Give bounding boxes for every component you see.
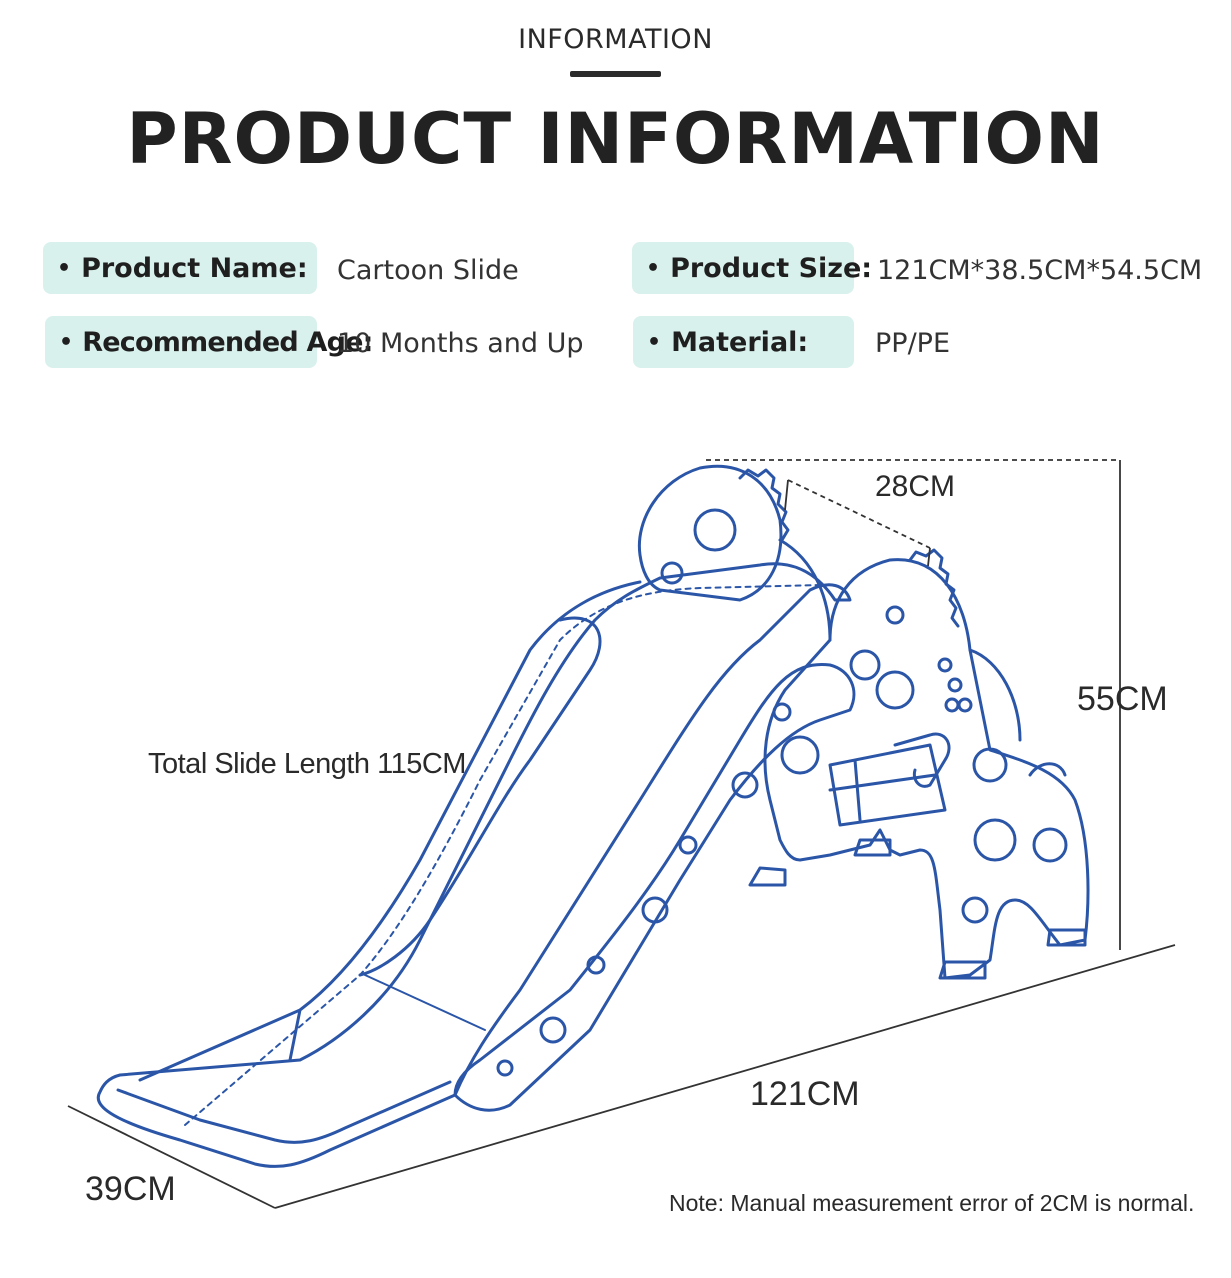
- frame-hole-icon: [957, 697, 973, 713]
- bullet-icon: •: [59, 329, 73, 355]
- spec-label-text: Material:: [671, 326, 809, 358]
- foot-mid: [853, 838, 892, 857]
- frame-bolt-icon: [1032, 827, 1068, 863]
- crossbar: [828, 743, 947, 827]
- spec-label-text: Product Size:: [670, 252, 873, 284]
- front-gear-teeth: [908, 548, 960, 628]
- dimension-top-width: 28CM: [875, 470, 956, 503]
- foot-right2: [1046, 928, 1087, 947]
- bullet-icon: •: [57, 255, 72, 281]
- front-bump: [1028, 762, 1067, 777]
- steering-knob-icon: [875, 670, 915, 710]
- front-wheel-back: [968, 648, 1022, 742]
- slide-crossline: [364, 974, 486, 1031]
- frame-hole-icon: [937, 657, 953, 673]
- dim-tick-top-width: [784, 479, 931, 567]
- spec-label-recommended-age: • Recommended Age:: [45, 316, 373, 368]
- bullet-icon: •: [646, 255, 661, 281]
- rail-bolt-icon: [539, 1016, 567, 1044]
- back-head-far: [637, 464, 783, 602]
- spec-value-recommended-age: 10 Months and Up: [337, 328, 584, 359]
- back-gear-teeth: [738, 468, 790, 542]
- side-rail-near: [453, 662, 856, 1112]
- slide-groove: [358, 616, 602, 977]
- head-bolt-icon: [660, 561, 684, 585]
- spec-label-text: Recommended Age:: [82, 326, 373, 358]
- spec-value-material: PP/PE: [875, 328, 951, 359]
- dim-line-length: [274, 944, 1176, 1209]
- slide-centerline: [184, 584, 821, 1126]
- spec-label-material: • Material:: [633, 316, 854, 368]
- handle: [893, 732, 951, 788]
- frame-hole-icon: [947, 677, 963, 693]
- rail-bolt-icon: [586, 955, 606, 975]
- slide-bed-outline: [96, 562, 852, 1168]
- spec-label-product-name: • Product Name:: [43, 242, 317, 294]
- spec-value-product-size: 121CM*38.5CM*54.5CM: [877, 255, 1203, 286]
- rail-bolt-icon: [496, 1059, 514, 1077]
- page-title: PRODUCT INFORMATION: [126, 98, 1105, 180]
- bullet-icon: •: [647, 329, 662, 355]
- kicker-underline: [570, 71, 661, 77]
- back-wheel: [778, 538, 832, 642]
- spec-label-product-size: • Product Size:: [632, 242, 872, 294]
- spec-value-product-name: Cartoon Slide: [337, 255, 519, 286]
- frame-hole-icon: [961, 896, 989, 924]
- dimension-slide-length: Total Slide Length 115CM: [148, 748, 466, 780]
- frame-bolt-icon: [972, 747, 1008, 783]
- steering-knob-icon: [849, 649, 881, 681]
- frame-hole-icon: [973, 818, 1017, 862]
- dimension-width: 39CM: [85, 1170, 176, 1208]
- dimension-length: 121CM: [750, 1075, 860, 1113]
- frame-hole-icon: [944, 697, 960, 713]
- section-kicker: INFORMATION: [518, 24, 713, 55]
- measurement-note: Note: Manual measurement error of 2CM is…: [669, 1190, 1195, 1216]
- frame-bolt-icon: [885, 605, 905, 625]
- dim-line-width: [67, 1105, 276, 1209]
- foot-right1: [938, 960, 987, 980]
- frame-hole-icon: [780, 735, 820, 775]
- foot-left: [748, 866, 787, 887]
- rail-bolt-icon: [678, 835, 698, 855]
- rail-bolt-icon: [641, 896, 669, 924]
- dimension-height: 55CM: [1077, 680, 1168, 718]
- slide-bed-inner-lip: [116, 580, 642, 1144]
- rail-bolt-icon: [731, 771, 759, 799]
- spec-label-text: Product Name:: [81, 252, 308, 284]
- head-eye-icon: [693, 508, 737, 552]
